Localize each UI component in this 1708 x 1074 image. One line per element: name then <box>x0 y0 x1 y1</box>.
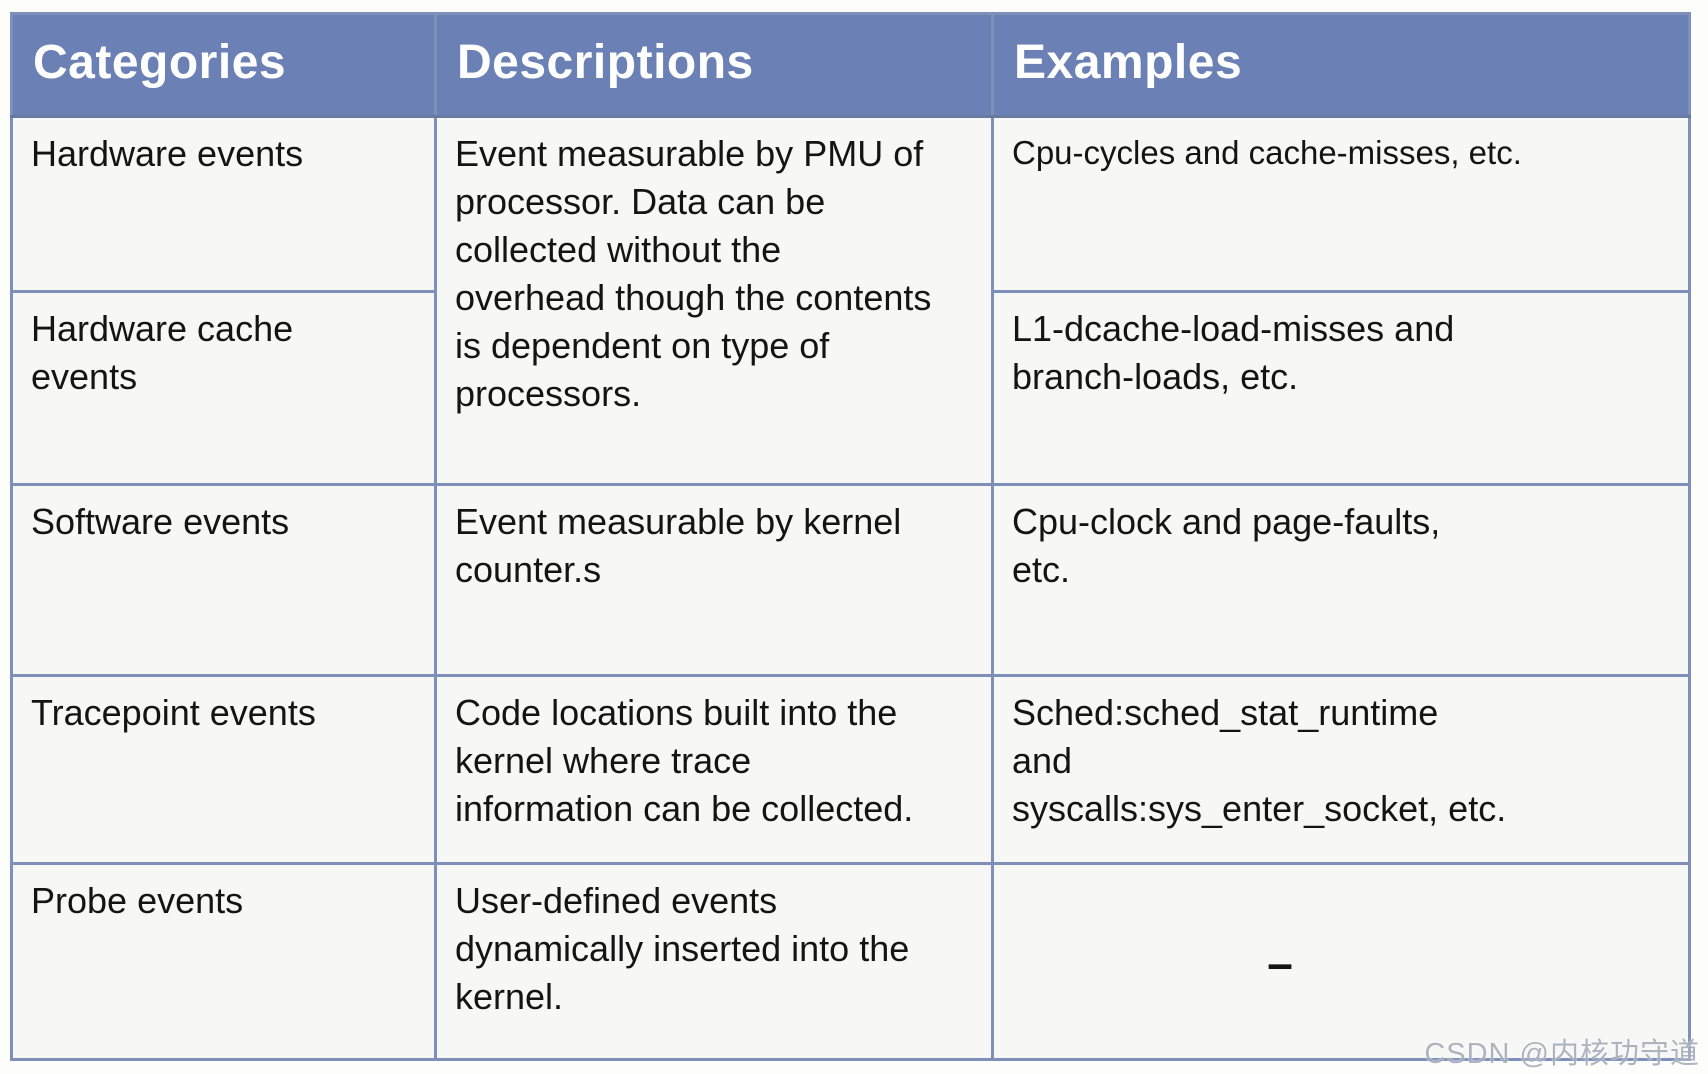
table-row-tracepoint-events: Tracepoint events Code locations built i… <box>10 674 1691 865</box>
example-cell-hardware-cache-events: L1-dcache-load-misses and branch-loads, … <box>991 290 1691 486</box>
perf-event-categories-table: Categories Descriptions Examples Hardwar… <box>10 12 1691 1061</box>
description-cell-probe-events: User-defined events dynamically inserted… <box>434 862 994 1061</box>
example-cell-hardware-events: Cpu-cycles and cache-misses, etc. <box>991 115 1691 293</box>
column-header-examples: Examples <box>991 12 1691 118</box>
category-cell-tracepoint-events: Tracepoint events <box>10 674 437 865</box>
watermark-text: CSDN @内核功守道 <box>1424 1038 1700 1070</box>
description-cell-software-events: Event measurable by kernel counter.s <box>434 483 994 677</box>
column-header-categories: Categories <box>10 12 437 118</box>
example-cell-software-events: Cpu-clock and page-faults, etc. <box>991 483 1691 677</box>
example-cell-tracepoint-events: Sched:sched_stat_runtime and syscalls:sy… <box>991 674 1691 865</box>
category-cell-software-events: Software events <box>10 483 437 677</box>
table-row-probe-events: Probe events User-defined events dynamic… <box>10 862 1691 1061</box>
table-row-hardware-events: Hardware events Event measurable by PMU … <box>10 115 1691 486</box>
table-row-hardware-cache-events: Hardware cache events L1-dcache-load-mis… <box>10 290 1691 486</box>
table-header-row: Categories Descriptions Examples <box>10 12 1691 118</box>
table-row-software-events: Software events Event measurable by kern… <box>10 483 1691 677</box>
category-cell-hardware-cache-events: Hardware cache events <box>10 290 437 486</box>
category-cell-hardware-events: Hardware events <box>10 115 437 293</box>
example-cell-probe-events-dash: – <box>991 862 1691 1061</box>
category-cell-probe-events: Probe events <box>10 862 437 1061</box>
column-header-descriptions: Descriptions <box>434 12 994 118</box>
description-cell-hardware-events: Event measurable by PMU of processor. Da… <box>434 115 994 486</box>
description-cell-tracepoint-events: Code locations built into the kernel whe… <box>434 674 994 865</box>
